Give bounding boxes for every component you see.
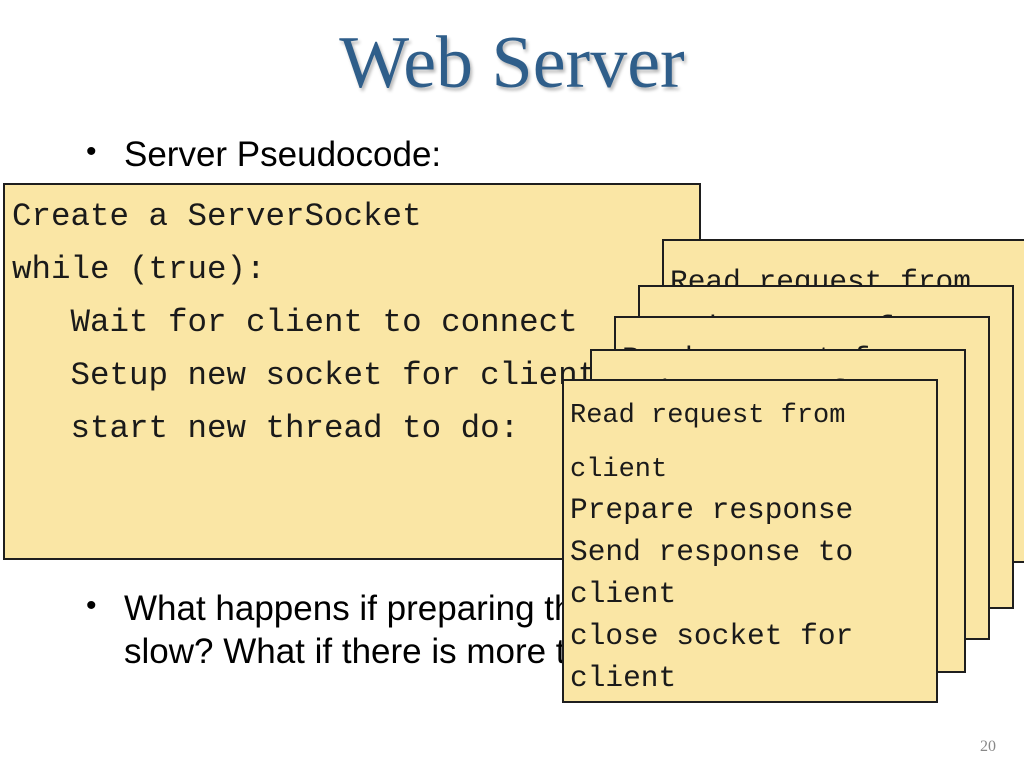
code-line: Read request from [570, 401, 846, 431]
code-line: client [570, 455, 668, 485]
code-line: Prepare response [570, 493, 854, 527]
code-line: client [570, 661, 677, 695]
page-number: 20 [980, 738, 996, 755]
code-line: close socket for [570, 619, 854, 653]
code-line: Create a ServerSocket [12, 198, 422, 235]
code-line: Wait for client to connect [12, 304, 578, 341]
thread-box-front: Read request from client Prepare respons… [562, 379, 938, 703]
bullet-marker: • [86, 135, 97, 168]
code-line: Setup new socket for client [12, 357, 598, 394]
code-line: start new thread to do: [12, 410, 520, 447]
bullet-text: Server Pseudocode: [124, 135, 442, 174]
code-line: Send response to [570, 535, 854, 569]
code-line: client [570, 577, 677, 611]
code-line: while (true): [12, 251, 266, 288]
bullet-server-pseudocode: • Server Pseudocode: [86, 134, 442, 177]
bullet-marker: • [86, 589, 97, 622]
slide-title: Web Server [339, 22, 685, 104]
